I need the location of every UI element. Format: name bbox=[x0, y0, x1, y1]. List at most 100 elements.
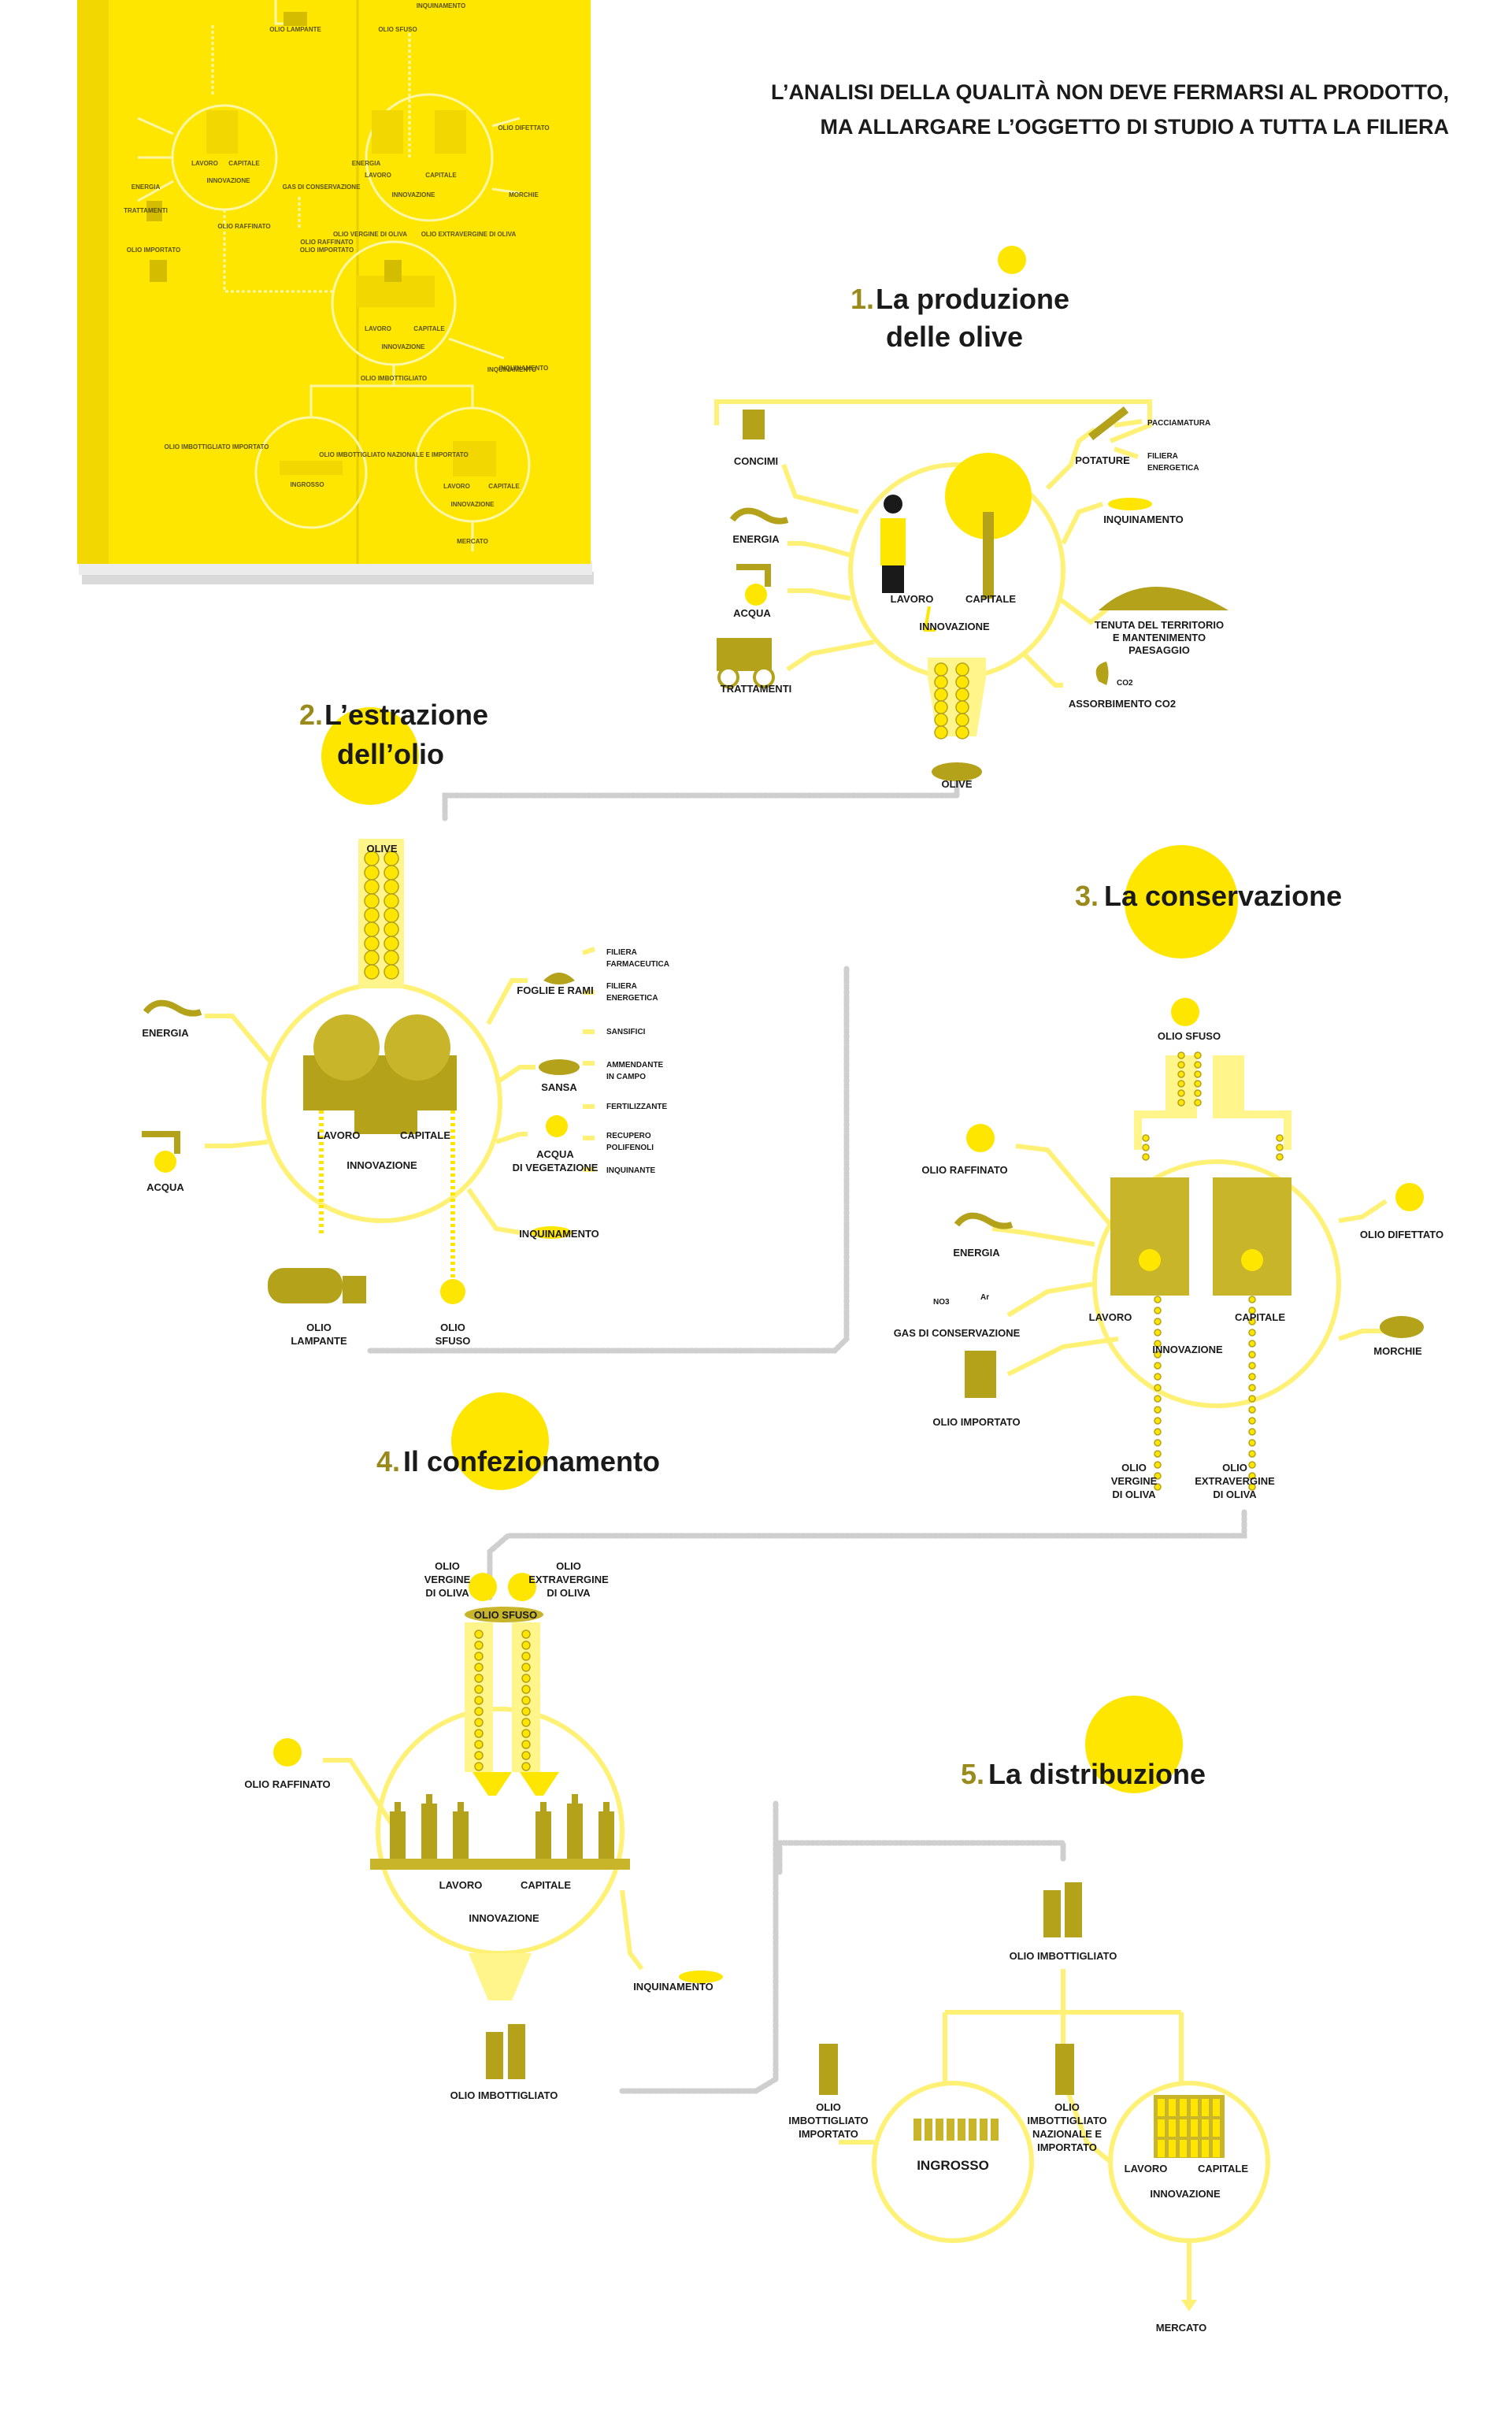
nazionale-line-1: OLIO bbox=[1054, 2101, 1080, 2113]
inquinamento-icon bbox=[1108, 498, 1152, 510]
shelf-bottle-icon bbox=[1202, 2099, 1209, 2116]
book-mini-label: OLIO IMBOTTIGLIATO NAZIONALE E IMPORTATO bbox=[319, 451, 468, 458]
filiera-energ-line-1: FILIERA bbox=[606, 982, 637, 991]
olive-dot bbox=[1178, 1081, 1184, 1087]
difettato-label: OLIO DIFETTATO bbox=[1360, 1229, 1443, 1240]
importato-line-1: OLIO bbox=[816, 2101, 841, 2113]
innovazione-label: INNOVAZIONE bbox=[1150, 2188, 1221, 2200]
capitale-label: CAPITALE bbox=[965, 593, 1016, 605]
importato-line-3: IMPORTATO bbox=[799, 2128, 858, 2140]
stage-4-packaging: 4. Il confezionamento OLIO VERGINE DI OL… bbox=[244, 1392, 723, 2101]
olive-dot bbox=[384, 880, 398, 894]
book-mini-label: INNOVAZIONE bbox=[207, 177, 251, 184]
inquinante-label: INQUINANTE bbox=[606, 1166, 656, 1175]
book-mini-label: OLIO RAFFINATO bbox=[300, 239, 353, 246]
conveyor-belt bbox=[370, 1859, 630, 1870]
olive-dot bbox=[522, 1696, 530, 1704]
olive-dot bbox=[522, 1741, 530, 1748]
bottle-neck bbox=[603, 1802, 610, 1811]
olive-dot bbox=[1249, 1374, 1255, 1380]
potature-label: POTATURE bbox=[1075, 454, 1130, 466]
book-mini-label: OLIO IMBOTTIGLIATO bbox=[361, 375, 427, 382]
olive-dot bbox=[1249, 1429, 1255, 1435]
stage-5-number: 5. bbox=[961, 1758, 984, 1790]
bottled-oil-icon bbox=[486, 2032, 503, 2079]
olive-dot bbox=[384, 908, 398, 922]
tenuta-line-1: TENUTA DEL TERRITORIO bbox=[1095, 619, 1224, 631]
olive-dot bbox=[1154, 1307, 1161, 1314]
shelf-bottle-icon bbox=[1169, 2099, 1176, 2116]
olive-dot bbox=[1249, 1418, 1255, 1424]
in-vergine-line-3: DI OLIVA bbox=[425, 1587, 469, 1599]
tank-left-icon bbox=[1110, 1177, 1189, 1296]
olive-dot bbox=[1277, 1135, 1283, 1141]
olive-dot bbox=[1249, 1329, 1255, 1336]
bottle-neck bbox=[458, 1802, 464, 1811]
book-mini-label: OLIO RAFFINATO bbox=[217, 223, 270, 230]
olive-dot bbox=[1195, 1090, 1201, 1096]
innovazione-label: INNOVAZIONE bbox=[919, 621, 990, 632]
olive-dot bbox=[522, 1730, 530, 1737]
importato-label: OLIO IMPORTATO bbox=[932, 1416, 1020, 1428]
olive-dot bbox=[475, 1685, 483, 1693]
water-drops-icon bbox=[546, 1115, 568, 1137]
book-mini-label: OLIO IMBOTTIGLIATO IMPORTATO bbox=[164, 443, 269, 450]
extra-line-3: DI OLIVA bbox=[1213, 1489, 1257, 1500]
book-mini-label: CAPITALE bbox=[488, 483, 520, 490]
capitale-label: CAPITALE bbox=[1235, 1311, 1285, 1323]
olive-dot bbox=[935, 701, 947, 714]
olive-dot bbox=[475, 1730, 483, 1737]
olive-dot bbox=[1178, 1062, 1184, 1068]
filiera-energ-line-2: ENERGETICA bbox=[606, 994, 658, 1003]
shelf-bottle-icon bbox=[1202, 2119, 1209, 2137]
book-mini-label: INQUINAMENTO bbox=[487, 366, 537, 373]
bottle-icon bbox=[453, 1811, 469, 1859]
nazionale-line-4: IMPORTATO bbox=[1037, 2141, 1097, 2153]
foglie-label: FOGLIE E RAMI bbox=[517, 984, 594, 996]
olive-dot bbox=[384, 951, 398, 965]
sansa-icon bbox=[539, 1059, 580, 1075]
olive-dot bbox=[365, 894, 379, 908]
sfuso-line-2: SFUSO bbox=[435, 1335, 471, 1347]
olive-dot bbox=[384, 965, 398, 979]
olive-dot bbox=[1154, 1429, 1161, 1435]
olive-dot bbox=[1249, 1407, 1255, 1413]
olive-dot bbox=[522, 1641, 530, 1649]
acqua-icon bbox=[736, 567, 768, 587]
olive-dot bbox=[384, 894, 398, 908]
stage-2-title-line-2: dell’olio bbox=[337, 738, 444, 770]
olive-dot bbox=[365, 908, 379, 922]
morchie-icon bbox=[1380, 1316, 1424, 1338]
olive-dot bbox=[365, 880, 379, 894]
capitale-label: CAPITALE bbox=[400, 1129, 450, 1141]
lavoro-label: LAVORO bbox=[317, 1129, 361, 1141]
stage-5-title: La distribuzione bbox=[988, 1758, 1206, 1790]
olive-dot bbox=[1143, 1144, 1149, 1151]
in-extra-line-3: DI OLIVA bbox=[547, 1587, 591, 1599]
olive-dot bbox=[1249, 1440, 1255, 1446]
olive-dot bbox=[1154, 1462, 1161, 1468]
lavoro-label: LAVORO bbox=[891, 593, 934, 605]
imbottigliato-label: OLIO IMBOTTIGLIATO bbox=[1010, 1950, 1117, 1962]
shelf-bottle-icon bbox=[1191, 2099, 1198, 2116]
stage-5-distribution: 5. La distribuzione OLIO IMBOTTIGLIATO O… bbox=[788, 1696, 1268, 2334]
mini-bottle-icon bbox=[914, 2119, 921, 2141]
stage-4-title: Il confezionamento bbox=[403, 1445, 660, 1477]
bottle-icon bbox=[598, 1811, 614, 1859]
book-mini-label: OLIO DIFETTATO bbox=[498, 124, 549, 132]
bottle-icon bbox=[421, 1804, 437, 1859]
book-mini-label: INNOVAZIONE bbox=[451, 501, 495, 508]
shelf-bottle-icon bbox=[1180, 2140, 1187, 2157]
book-mini-label: OLIO SFUSO bbox=[378, 26, 417, 33]
shelf-bottle-icon bbox=[1158, 2140, 1165, 2157]
fertilizzante-label: FERTILIZZANTE bbox=[606, 1103, 668, 1111]
book-mini-label: OLIO VERGINE DI OLIVA bbox=[333, 231, 407, 238]
olive-dot bbox=[365, 866, 379, 880]
headline-line-2: MA ALLARGARE L’OGGETTO DI STUDIO A TUTTA… bbox=[821, 115, 1449, 139]
book-mini-label: OLIO IMPORTATO bbox=[127, 247, 180, 254]
book-mini-label: OLIO IMPORTATO bbox=[300, 247, 354, 254]
bottle-neck bbox=[540, 1802, 547, 1811]
olive-dot bbox=[1154, 1396, 1161, 1402]
energia-icon bbox=[146, 1003, 201, 1014]
